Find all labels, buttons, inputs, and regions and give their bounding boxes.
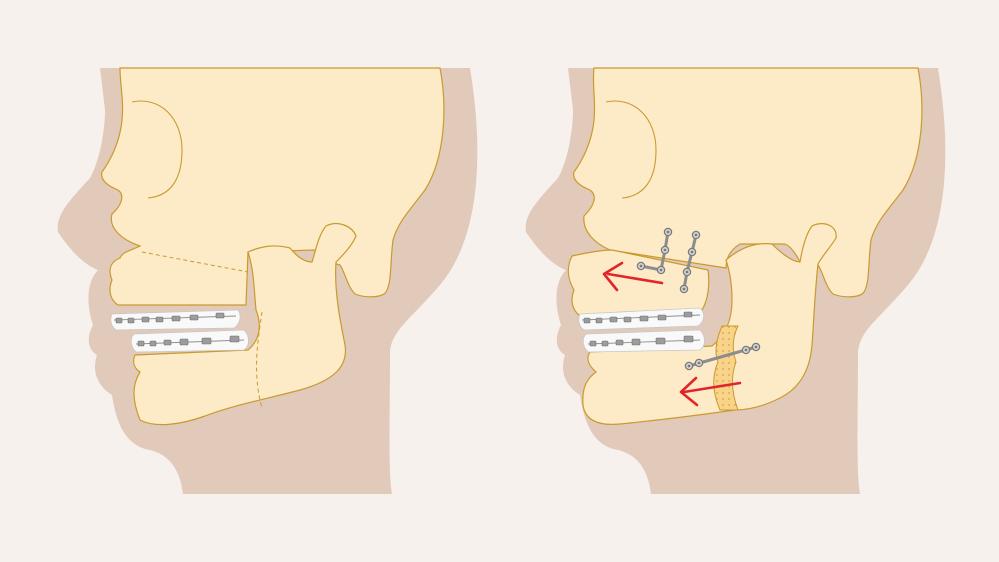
advancement-arrow-icon xyxy=(602,261,664,292)
mandible-bone xyxy=(582,223,837,425)
cranium-bone xyxy=(101,67,445,306)
mandible-osteotomy-line xyxy=(256,311,263,409)
before-panel xyxy=(57,67,478,494)
orbit-outline xyxy=(131,100,183,199)
after-panel xyxy=(525,67,946,494)
maxilla-osteotomy-line xyxy=(141,251,249,273)
bone-graft xyxy=(713,325,739,411)
lower-teeth xyxy=(130,329,249,353)
orbit-outline xyxy=(605,100,657,199)
upper-teeth xyxy=(110,309,241,331)
mandible-bone xyxy=(133,223,357,426)
fixation-plate-icon xyxy=(679,230,701,294)
fixation-plate-icon xyxy=(684,342,761,371)
advancement-arrow-icon xyxy=(679,376,742,407)
upper-teeth xyxy=(578,307,704,331)
fixation-plate-icon xyxy=(636,227,673,275)
lower-teeth xyxy=(582,329,705,353)
